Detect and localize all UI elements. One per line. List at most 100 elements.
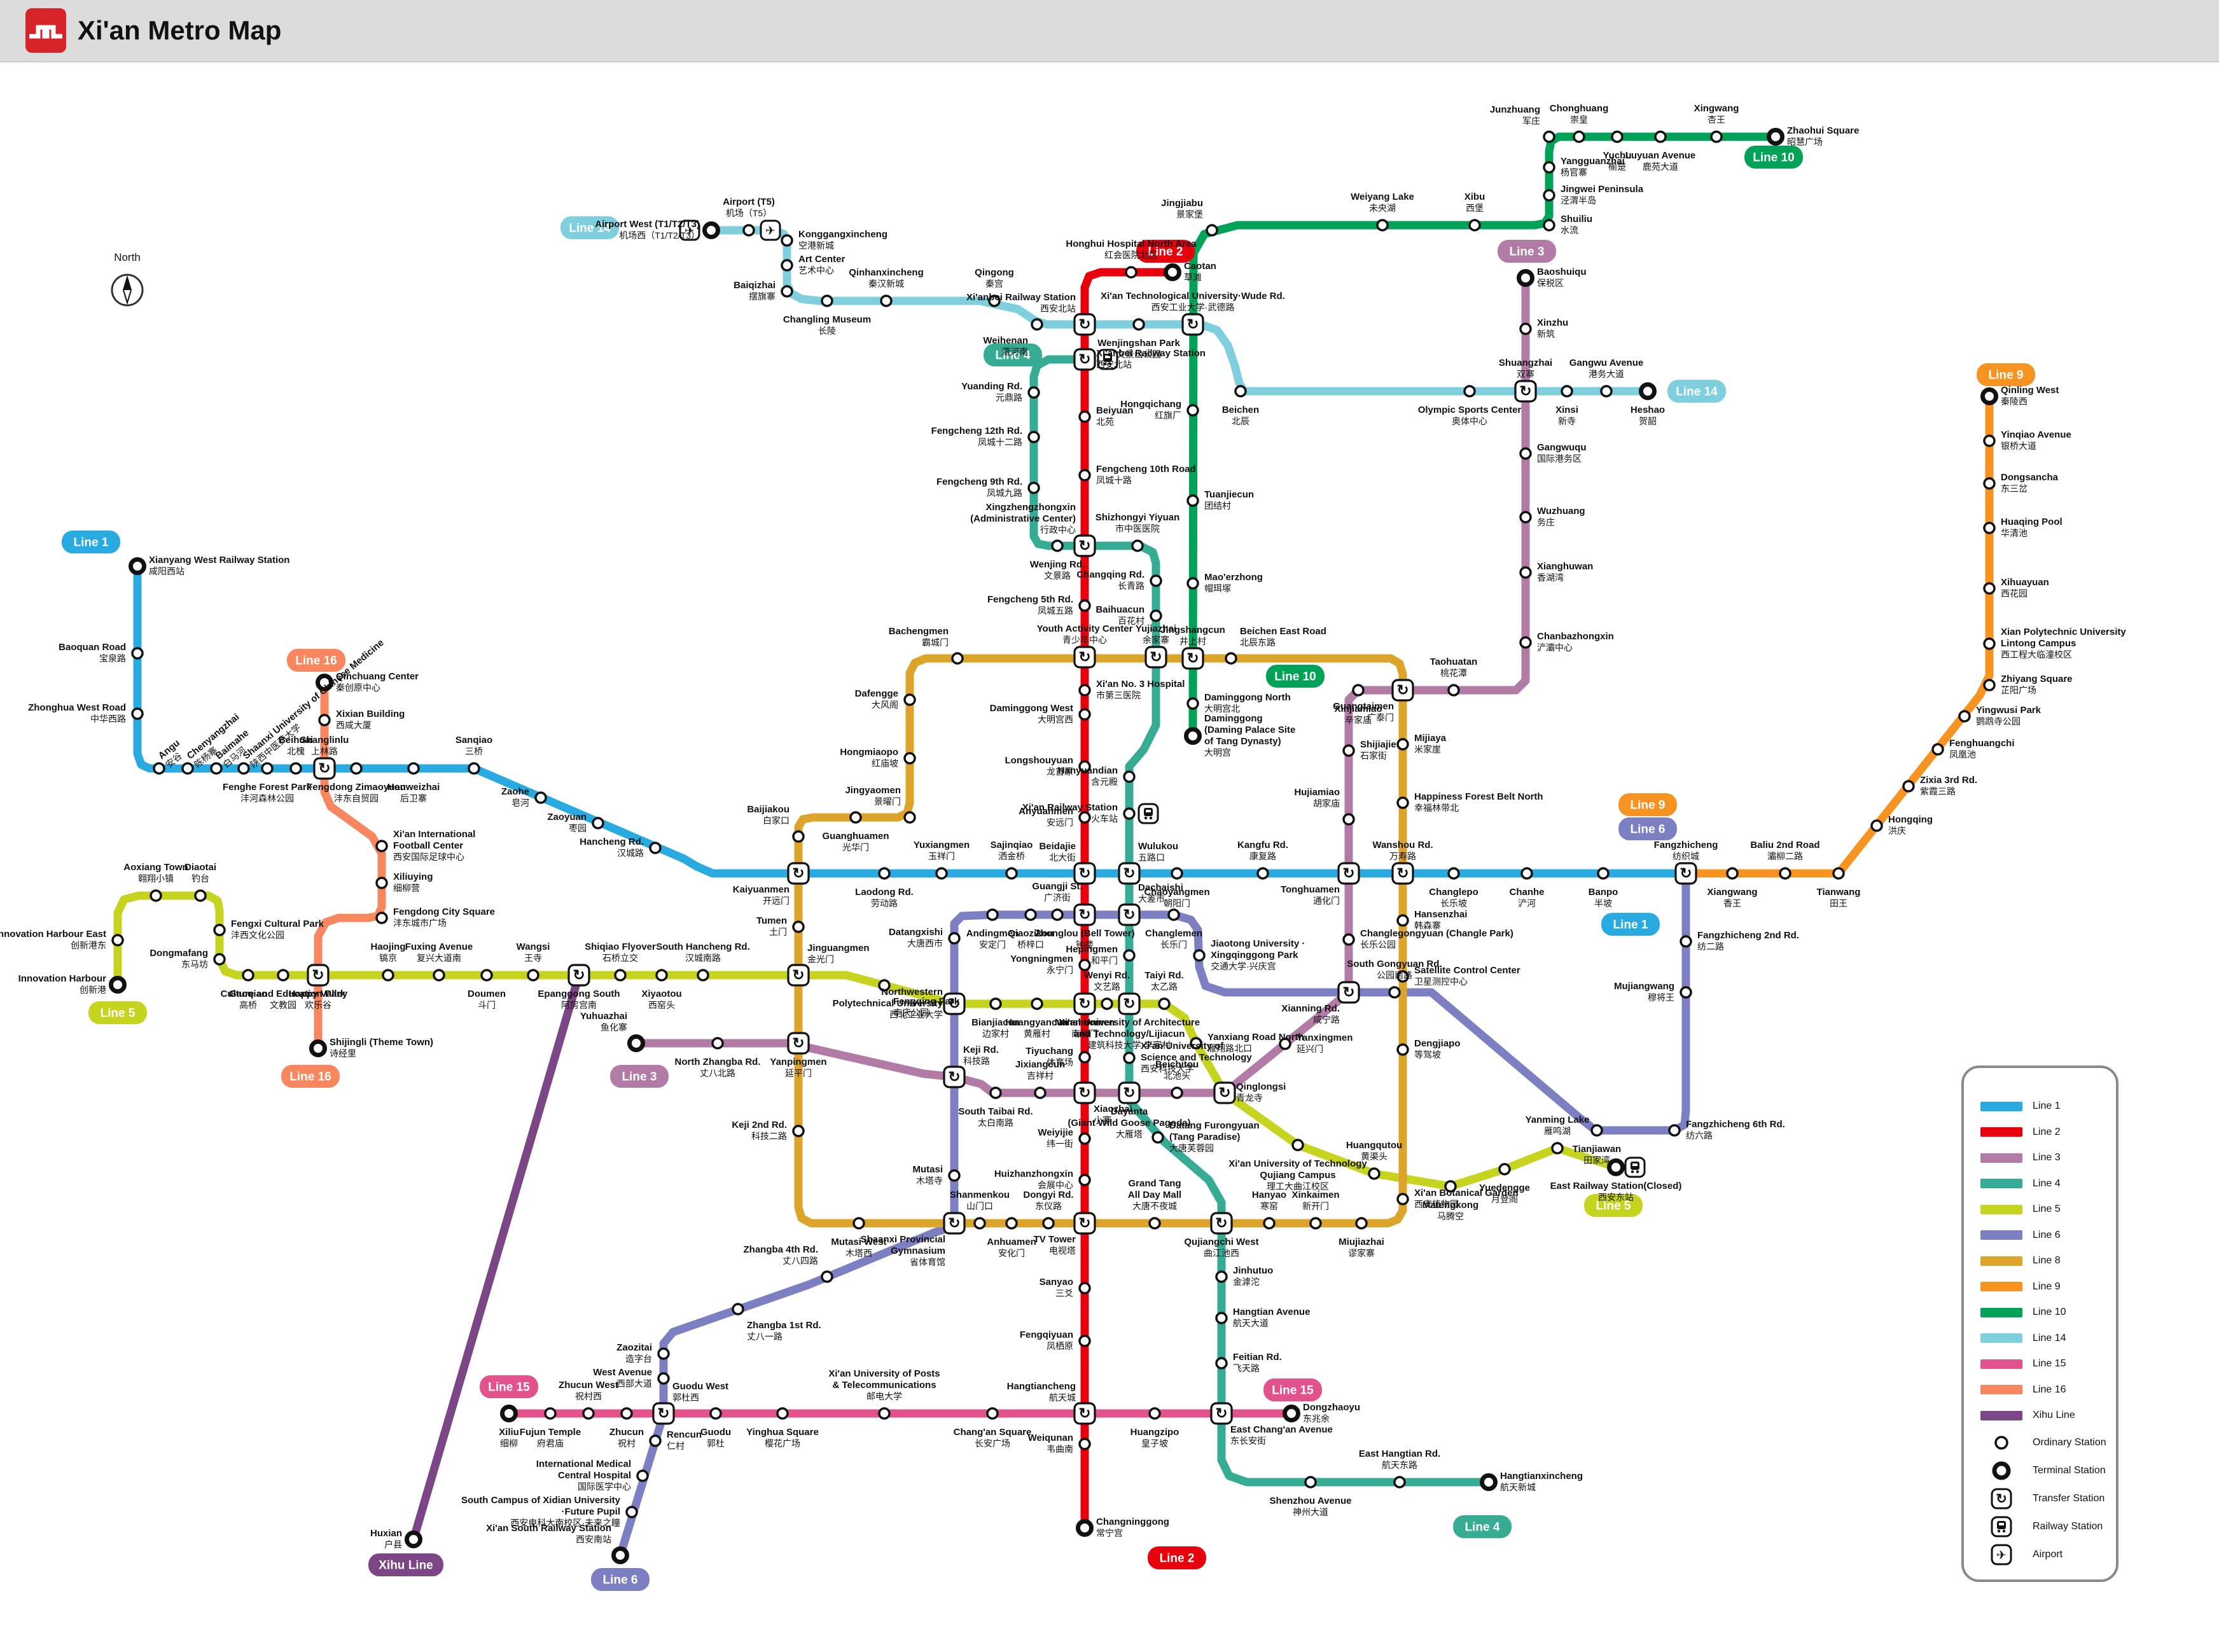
station-Gaoqiao[interactable] (242, 969, 254, 982)
terminal-station-Hangtianxincheng[interactable] (1480, 1473, 1498, 1491)
station-Jingshangcun[interactable]: ↻ (1181, 647, 1204, 670)
station-Yanxingmen[interactable] (1279, 1038, 1291, 1050)
station-Fangzhicheng[interactable]: ↻ (1674, 862, 1697, 885)
station-Hepingmen[interactable] (1123, 949, 1136, 962)
station-Xianning Rd.[interactable]: ↻ (1337, 981, 1360, 1004)
station-Zhucun West[interactable] (582, 1407, 595, 1420)
station-Chanhe[interactable] (1520, 867, 1533, 880)
terminal-station-Shijingli (Theme Town)[interactable] (309, 1039, 327, 1057)
terminal-station-Xiliu[interactable] (500, 1405, 518, 1422)
station-Fengdong Zimaoyuan[interactable] (350, 762, 363, 775)
station-Mutasi[interactable] (948, 1169, 961, 1182)
station-Yuxiangmen[interactable] (935, 867, 948, 880)
station-Yuanding Rd.[interactable] (1027, 386, 1040, 399)
station-South Taibai Rd.[interactable] (989, 1086, 1002, 1099)
station-Olympic Sports Center[interactable] (1463, 385, 1476, 398)
station-Innovation Harbour East[interactable] (111, 934, 124, 947)
station-Qujiangchi West[interactable]: ↻ (1210, 1212, 1233, 1235)
station-Zhonghua West Road[interactable] (131, 707, 144, 720)
station-Yinghua Square[interactable] (776, 1407, 789, 1420)
station-Fengcheng 9th Rd.[interactable] (1027, 482, 1040, 494)
station-Shiqiao Flyover[interactable] (614, 969, 627, 982)
station-Anyuanmen[interactable] (1078, 811, 1091, 824)
station-Mijiaya[interactable] (1396, 738, 1409, 751)
station-Zhonglou (Bell Tower)[interactable]: ↻ (1073, 903, 1096, 926)
station-Dafengge[interactable] (903, 693, 916, 706)
station-Doumen[interactable] (480, 969, 493, 982)
station-Angu[interactable] (153, 762, 165, 775)
station-Beihuai[interactable] (289, 762, 302, 775)
station-Xi'an University of Posts & Telecommunications[interactable] (878, 1407, 891, 1420)
station-Weiqunan[interactable] (1078, 1438, 1091, 1450)
station-Gangwu Avenue[interactable] (1600, 385, 1613, 398)
station-Haojing[interactable] (382, 969, 394, 982)
station-Huaqing Pool[interactable] (1983, 522, 1996, 534)
station-Weihenan[interactable] (1031, 318, 1043, 331)
station-Beiyuan[interactable] (1078, 410, 1091, 423)
station-Chanbazhongxin[interactable] (1519, 636, 1532, 649)
station-Dachaishi[interactable]: ↻ (1118, 903, 1141, 926)
station-Shuangzhai[interactable]: ↻ (1514, 380, 1537, 403)
terminal-station-Xi'an South Railway Station[interactable] (611, 1546, 629, 1564)
station-Fengcheng 10th Road[interactable] (1078, 469, 1091, 482)
terminal-station-Heshao[interactable] (1639, 382, 1657, 400)
station-Guangji St.[interactable] (1051, 908, 1064, 921)
station-Xiaozhai[interactable]: ↻ (1073, 1081, 1096, 1104)
station-Changlepo[interactable] (1447, 867, 1460, 880)
station-Shuiliu[interactable] (1543, 219, 1555, 232)
station-Yanxiang Road North[interactable] (1190, 1037, 1202, 1050)
station-Matengkong[interactable] (1444, 1180, 1457, 1193)
station-Tumen[interactable] (792, 920, 805, 933)
station-Fenghuangchi[interactable] (1931, 743, 1944, 756)
station-Bianjiacun[interactable] (989, 997, 1002, 1010)
station-Xiliuying[interactable] (375, 877, 388, 889)
station-Xi'an Technological University·Wude Rd.[interactable]: ↻ (1181, 313, 1204, 336)
station-Hangtiancheng[interactable]: ↻ (1073, 1402, 1096, 1425)
station-Houweizhai[interactable] (407, 762, 420, 775)
station-Mao'erzhong[interactable] (1186, 577, 1199, 590)
station-Xi'an Botanical Garden[interactable] (1396, 1193, 1409, 1205)
station-Konggangxincheng[interactable] (781, 234, 793, 247)
station-International Medical Central Hospital[interactable] (636, 1469, 649, 1482)
station-Yanpingmen[interactable]: ↻ (787, 1032, 810, 1055)
station-Grand Tang All Day Mall[interactable] (1148, 1217, 1161, 1230)
station-East Chang'an Avenue[interactable]: ↻ (1210, 1402, 1233, 1425)
station-Youth Activity Center[interactable]: ↻ (1073, 646, 1096, 669)
station-Dongyi Rd.[interactable] (1042, 1217, 1055, 1230)
station-Kaiyuanmen[interactable]: ↻ (787, 862, 810, 885)
terminal-station-Daminggong (Daming Palace Site of Tang Dynasty)[interactable] (1184, 727, 1202, 745)
station-Sajinqiao[interactable] (1005, 867, 1018, 880)
station-Tianjiawan[interactable] (1590, 1124, 1603, 1137)
station-Qingong[interactable] (988, 295, 1001, 307)
station-Yujiazhai[interactable]: ↻ (1144, 646, 1167, 669)
station-Hancheng Rd.[interactable] (649, 842, 662, 854)
station-Aoxiang Town[interactable] (150, 889, 162, 902)
station-Sanqiao[interactable] (468, 762, 480, 775)
station-Yanming Lake[interactable] (1551, 1142, 1564, 1155)
station-Fujun Temple[interactable] (544, 1407, 557, 1420)
station-Shanmenkou[interactable] (973, 1217, 986, 1230)
station-Fangzhicheng 6th Rd.[interactable] (1668, 1124, 1681, 1137)
station-Nanshaomen[interactable]: ↻ (1073, 992, 1096, 1015)
station-Feitian Rd.[interactable] (1215, 1357, 1228, 1370)
station-Tuanjiecun[interactable] (1186, 494, 1199, 507)
station-South Gongyuan Rd.[interactable] (1388, 986, 1401, 999)
station-Jingyaomen[interactable] (903, 811, 916, 824)
station-Chenyangzhai[interactable] (181, 762, 194, 775)
station-Dayanta (Giant Wild Goose Pagoda)[interactable]: ↻ (1118, 1081, 1141, 1104)
station-Xixian Building[interactable] (318, 714, 331, 726)
station-Wenjingshan Park[interactable] (1132, 318, 1145, 331)
terminal-station-Innovation Harbour[interactable] (109, 976, 127, 994)
station-West Avenue[interactable] (657, 1372, 670, 1385)
station-Fuxing Avenue[interactable] (433, 969, 445, 982)
station-Diaotai[interactable] (194, 889, 207, 902)
station-Zixia 3rd Rd.[interactable] (1902, 780, 1915, 793)
terminal-station-East Railway Station(Closed)[interactable] (1607, 1158, 1625, 1176)
station-Chonghuang[interactable] (1573, 130, 1585, 143)
station-Culture and Education Park[interactable] (277, 969, 289, 982)
station-Changlegongyuan (Changle Park)[interactable] (1342, 933, 1355, 946)
station-Xiyaotou[interactable] (655, 969, 668, 982)
station-Guodu West[interactable]: ↻ (652, 1402, 675, 1425)
station-Yuedengge[interactable] (1498, 1163, 1511, 1176)
station-Wenyi Rd.[interactable] (1101, 997, 1113, 1010)
